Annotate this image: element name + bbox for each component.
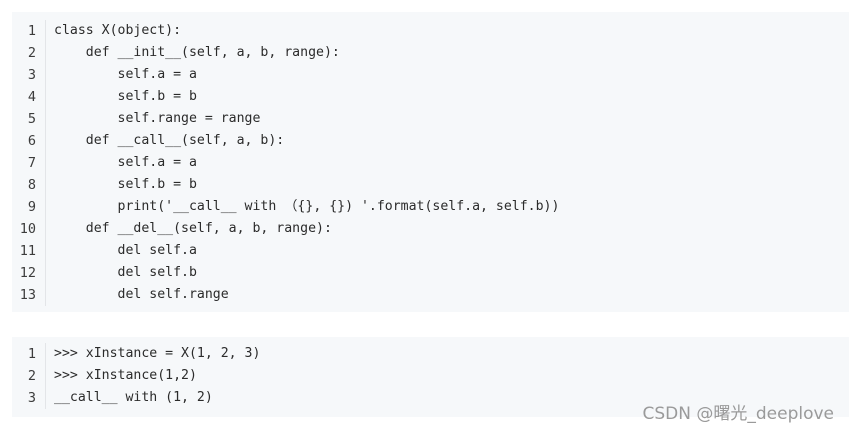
line-code: self.b = b [54, 177, 197, 192]
line-code: self.a = a [54, 155, 197, 170]
line-code: def __call__(self, a, b): [54, 133, 285, 148]
line-code: self.a = a [54, 67, 197, 82]
line-code: print('__call__ with （{}, {}) '.format(s… [54, 199, 560, 214]
code-block-class-definition: 1 class X(object): 2 def __init__(self, … [12, 12, 849, 312]
line-number: 2 [12, 365, 46, 387]
code-line: 3 __call__ with (1, 2) [12, 387, 849, 409]
line-code: self.b = b [54, 89, 197, 104]
line-code: self.range = range [54, 111, 261, 126]
code-block-interactive-session: 1 >>> xInstance = X(1, 2, 3) 2 >>> xInst… [12, 337, 849, 417]
code-line: 2 >>> xInstance(1,2) [12, 365, 849, 387]
code-line: 4 self.b = b [12, 86, 849, 108]
code-line: 12 del self.b [12, 262, 849, 284]
code-line: 10 def __del__(self, a, b, range): [12, 218, 849, 240]
line-number: 11 [12, 240, 46, 262]
line-number: 1 [12, 343, 46, 365]
line-code: del self.a [54, 243, 197, 258]
line-code: del self.range [54, 287, 229, 302]
line-number: 4 [12, 86, 46, 108]
code-line: 13 del self.range [12, 284, 849, 306]
code-line: 7 self.a = a [12, 152, 849, 174]
code-line: 2 def __init__(self, a, b, range): [12, 42, 849, 64]
line-number: 3 [12, 387, 46, 409]
line-number: 2 [12, 42, 46, 64]
line-number: 1 [12, 20, 46, 42]
line-number: 9 [12, 196, 46, 218]
line-code: >>> xInstance(1,2) [54, 368, 197, 383]
line-code: def __init__(self, a, b, range): [54, 45, 340, 60]
line-number: 8 [12, 174, 46, 196]
line-number: 5 [12, 108, 46, 130]
code-line: 9 print('__call__ with （{}, {}) '.format… [12, 196, 849, 218]
code-line: 5 self.range = range [12, 108, 849, 130]
line-number: 3 [12, 64, 46, 86]
line-number: 12 [12, 262, 46, 284]
line-code: >>> xInstance = X(1, 2, 3) [54, 346, 261, 361]
line-code: __call__ with (1, 2) [54, 390, 213, 405]
code-line: 6 def __call__(self, a, b): [12, 130, 849, 152]
csdn-watermark: CSDN @曙光_deeplove [642, 404, 834, 424]
code-line: 8 self.b = b [12, 174, 849, 196]
line-code: del self.b [54, 265, 197, 280]
line-code: class X(object): [54, 23, 182, 38]
line-code: def __del__(self, a, b, range): [54, 221, 332, 236]
code-line: 11 del self.a [12, 240, 849, 262]
line-number: 7 [12, 152, 46, 174]
line-number: 6 [12, 130, 46, 152]
code-line: 1 class X(object): [12, 20, 849, 42]
code-line: 3 self.a = a [12, 64, 849, 86]
code-line: 1 >>> xInstance = X(1, 2, 3) [12, 343, 849, 365]
line-number: 10 [12, 218, 46, 240]
line-number: 13 [12, 284, 46, 306]
